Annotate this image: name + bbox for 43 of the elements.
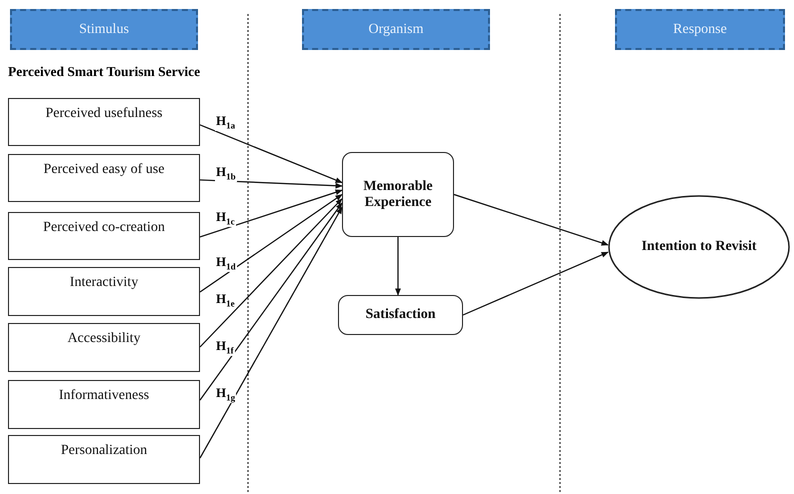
stage-header <box>10 9 198 50</box>
construct-box <box>8 212 200 260</box>
construct-box <box>8 435 200 484</box>
node-label: Interactivity <box>70 275 138 291</box>
arrow <box>200 202 342 400</box>
node-label: Stimulus <box>79 22 129 38</box>
node-label: Personalization <box>60 443 148 459</box>
edge-label: H$_{1d}$ <box>215 255 237 272</box>
process-box <box>342 152 454 237</box>
node-label: Informativeness <box>58 388 150 404</box>
node-label: Organism <box>368 22 424 38</box>
arrow <box>200 190 343 238</box>
arrow <box>200 124 343 184</box>
node-label: Response <box>673 22 727 38</box>
construct-box <box>8 154 200 202</box>
node-label: Perceived easy of use <box>44 162 164 178</box>
edge-label: H$_{1f}$ <box>215 339 235 356</box>
edge-label: H$_{1a}$ <box>215 114 236 131</box>
stage-header <box>615 9 785 50</box>
node-label: Perceived usefulness <box>45 106 163 122</box>
process-box <box>338 295 463 335</box>
arrow <box>200 198 342 348</box>
construct-box <box>8 267 200 316</box>
stage-header <box>302 9 490 50</box>
edge-label: H$_{1g}$ <box>215 386 236 403</box>
arrow <box>200 179 343 189</box>
section-heading: Perceived Smart Tourism Service <box>8 64 200 80</box>
arrow <box>200 194 343 292</box>
edge-label: H$_{1c}$ <box>215 210 236 227</box>
construct-box <box>8 380 200 429</box>
arrow <box>454 194 609 246</box>
construct-box <box>8 323 200 372</box>
node-label: Satisfaction <box>366 307 436 323</box>
edge-label: H$_{1b}$ <box>215 165 237 182</box>
node-label: Perceived co-creation <box>43 220 165 236</box>
arrow <box>462 252 609 316</box>
edge-label: H$_{1e}$ <box>215 292 236 309</box>
node-label: Accessibility <box>67 331 141 347</box>
construct-box <box>8 98 200 146</box>
node-label: Intention to Revisit <box>641 239 757 255</box>
arrow <box>395 237 401 296</box>
arrow <box>199 206 343 458</box>
node-label: Memorable Experience <box>362 178 434 210</box>
